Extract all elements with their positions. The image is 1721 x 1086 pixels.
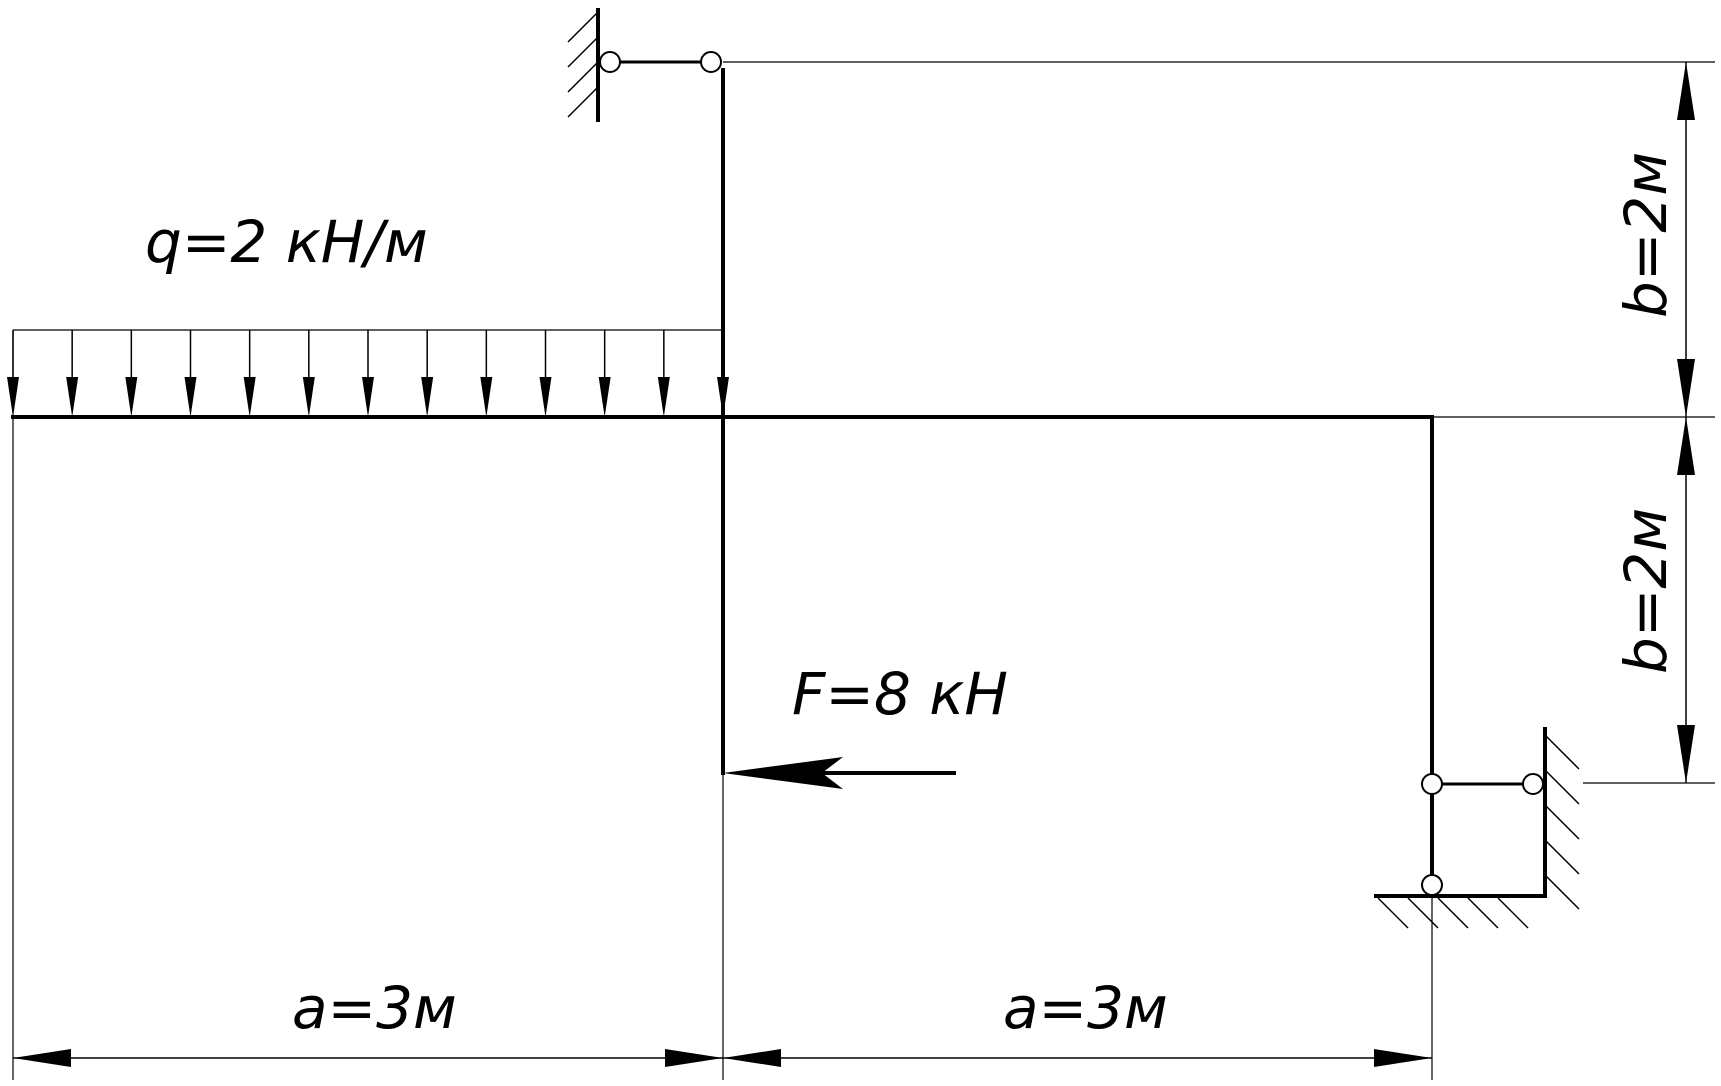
- force-f-arrowhead: [723, 757, 843, 789]
- load-arrow-head: [243, 377, 256, 417]
- right-wall-hatch: [1544, 734, 1580, 910]
- floor-pin-hinge: [1421, 874, 1443, 896]
- top-wall-hatch: [567, 11, 599, 118]
- load-arrow-head: [717, 377, 729, 417]
- top-wall-support: [567, 8, 722, 122]
- frame-members: [11, 60, 1524, 887]
- top-pin-hinge-left: [599, 51, 621, 73]
- dim-arrow: [1677, 359, 1695, 417]
- dimension-lines: [13, 62, 1687, 1059]
- load-arrow-head: [362, 377, 374, 417]
- dim-arrow: [723, 1049, 781, 1067]
- dim-b-bottom-label: b=2м: [1612, 508, 1680, 674]
- dim-arrow: [13, 1049, 71, 1067]
- dim-arrow: [665, 1049, 723, 1067]
- load-q-label: q=2 кН/м: [145, 208, 428, 276]
- load-arrow-head: [598, 377, 611, 417]
- load-arrow-head: [480, 377, 493, 417]
- load-arrow-head: [184, 377, 197, 417]
- load-arrow-head: [657, 377, 670, 417]
- load-arrow-head: [539, 377, 552, 417]
- right-wall-support: [1421, 727, 1580, 910]
- distributed-load-arrows: [7, 330, 729, 417]
- dim-arrow: [1677, 62, 1695, 120]
- load-arrow-head: [302, 377, 315, 417]
- dim-arrow: [1677, 725, 1695, 783]
- dim-b-top-label: b=2м: [1612, 152, 1680, 318]
- floor-support: [1374, 874, 1547, 929]
- floor-hatch: [1377, 897, 1529, 929]
- dim-arrow: [1374, 1049, 1432, 1067]
- force-f-label: F=8 кН: [792, 660, 1008, 728]
- dim-a-left-label: a=3м: [292, 974, 457, 1042]
- load-arrow-head: [125, 377, 138, 417]
- dim-arrow: [1677, 417, 1695, 475]
- top-pin-hinge-right: [700, 51, 722, 73]
- load-arrow-head: [66, 377, 79, 417]
- dim-a-right-label: a=3м: [1003, 974, 1168, 1042]
- force-f-arrow: [723, 757, 956, 789]
- load-arrow-head: [421, 377, 434, 417]
- load-arrow-head: [7, 377, 19, 417]
- right-link-hinge-right: [1522, 773, 1544, 795]
- dimension-arrowheads: [13, 62, 1695, 1067]
- right-link-hinge-left: [1421, 773, 1443, 795]
